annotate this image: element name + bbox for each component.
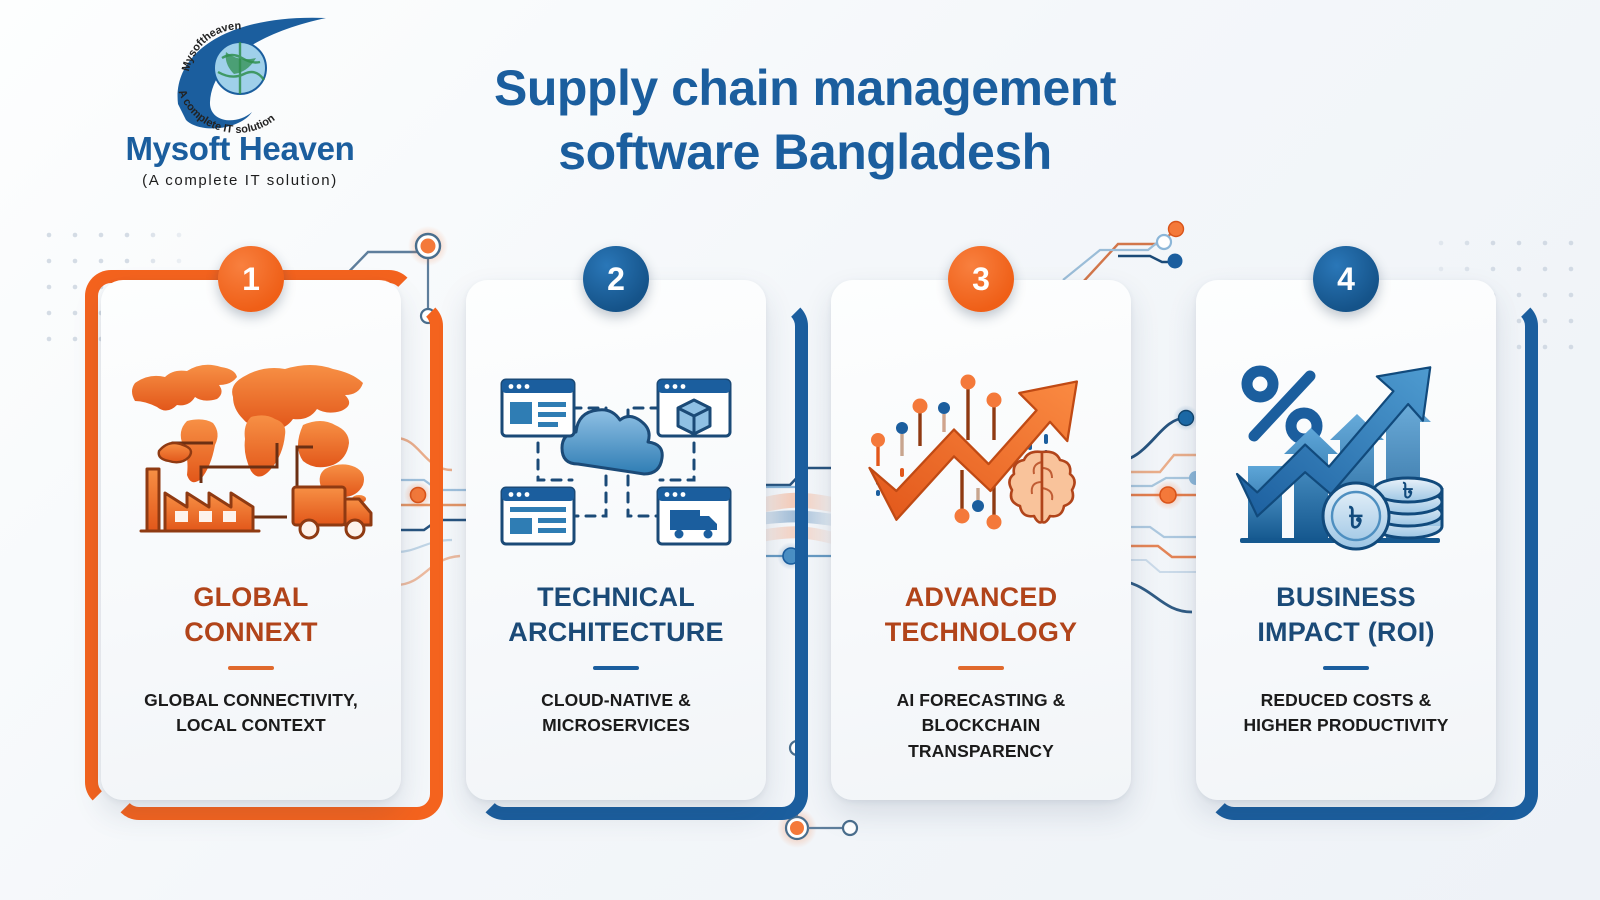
card-2-subtitle-line-1: CLOUD-NATIVE & [541, 690, 691, 711]
percent-bar-chart-taka-coins-icon: ৳ ৳ [1221, 338, 1471, 570]
card-2-subtitle-line-2: MICROSERVICES [542, 715, 690, 736]
card-3-title: ADVANCED TECHNOLOGY [885, 580, 1078, 649]
card-2-accent-frame [478, 300, 808, 820]
card-3-number-badge: 3 [948, 246, 1014, 312]
card-1-subtitle: GLOBAL CONNECTIVITY, LOCAL CONTEXT [144, 688, 358, 739]
card-3-divider [958, 666, 1004, 671]
card-2-title-line-1: TECHNICAL [537, 582, 695, 612]
card-2-title-line-2: ARCHITECTURE [508, 616, 724, 647]
svg-text:৳: ৳ [1349, 502, 1364, 535]
card-4-subtitle-line-1: REDUCED COSTS & [1260, 690, 1432, 711]
card-4-subtitle: REDUCED COSTS & HIGHER PRODUCTIVITY [1243, 688, 1448, 739]
card-2-number-badge: 2 [583, 246, 649, 312]
card-4-title-line-1: BUSINESS [1276, 582, 1416, 612]
card-1-subtitle-line-1: GLOBAL CONNECTIVITY, [144, 690, 358, 711]
card-1-number-badge: 1 [218, 246, 284, 312]
card-3-subtitle: AI FORECASTING & BLOCKCHAIN TRANSPARENCY [897, 688, 1066, 764]
brand-name: Mysoft Heaven [125, 130, 355, 167]
card-technical-architecture[interactable]: 2 [450, 246, 808, 820]
card-1-accent-frame-shadow [113, 300, 443, 820]
cloud-microservices-icon [491, 338, 741, 570]
card-3-title-line-1: ADVANCED [904, 582, 1058, 612]
card-4-title: BUSINESS IMPACT (ROI) [1257, 580, 1434, 649]
brand-tagline: (A complete IT solution) [142, 172, 338, 189]
card-4-title-line-2: IMPACT (ROI) [1257, 616, 1435, 647]
card-3-subtitle-line-3: TRANSPARENCY [908, 740, 1054, 761]
page-title: Supply chain management software Banglad… [400, 56, 1210, 184]
ai-growth-arrow-brain-icon [856, 338, 1106, 570]
card-4-divider [1323, 666, 1369, 671]
card-3-title-line-2: TECHNOLOGY [884, 616, 1078, 647]
page-title-line-1: Supply chain management [494, 60, 1116, 116]
card-global-connext[interactable]: 1 [85, 246, 443, 820]
card-3-subtitle-line-2: BLOCKCHAIN [921, 715, 1041, 736]
card-1-subtitle-line-2: LOCAL CONTEXT [176, 715, 326, 736]
card-business-impact-roi[interactable]: 4 [1180, 246, 1538, 820]
card-2-subtitle: CLOUD-NATIVE & MICROSERVICES [541, 688, 691, 739]
card-4-accent-frame [1208, 300, 1538, 820]
card-4-number-badge: 4 [1313, 246, 1379, 312]
card-2-divider [593, 666, 639, 671]
world-map-factory-truck-icon [126, 338, 376, 570]
page-title-line-2: software Bangladesh [558, 124, 1052, 180]
card-2-title: TECHNICAL ARCHITECTURE [508, 580, 723, 649]
brand-logo-block: Mysoftheaven A complete IT solution Myso… [60, 8, 420, 189]
card-1-title-line-2: CONNEXT [184, 616, 318, 647]
card-1-divider [228, 666, 274, 671]
svg-text:৳: ৳ [1403, 478, 1414, 503]
globe-swoosh-logo-icon: Mysoftheaven A complete IT solution [140, 8, 340, 136]
card-1-title-line-1: GLOBAL [193, 582, 309, 612]
card-4-subtitle-line-2: HIGHER PRODUCTIVITY [1243, 715, 1449, 736]
card-advanced-technology[interactable]: 3 [815, 246, 1145, 808]
card-1-title: GLOBAL CONNEXT [184, 580, 317, 649]
card-3-subtitle-line-1: AI FORECASTING & [896, 690, 1066, 711]
